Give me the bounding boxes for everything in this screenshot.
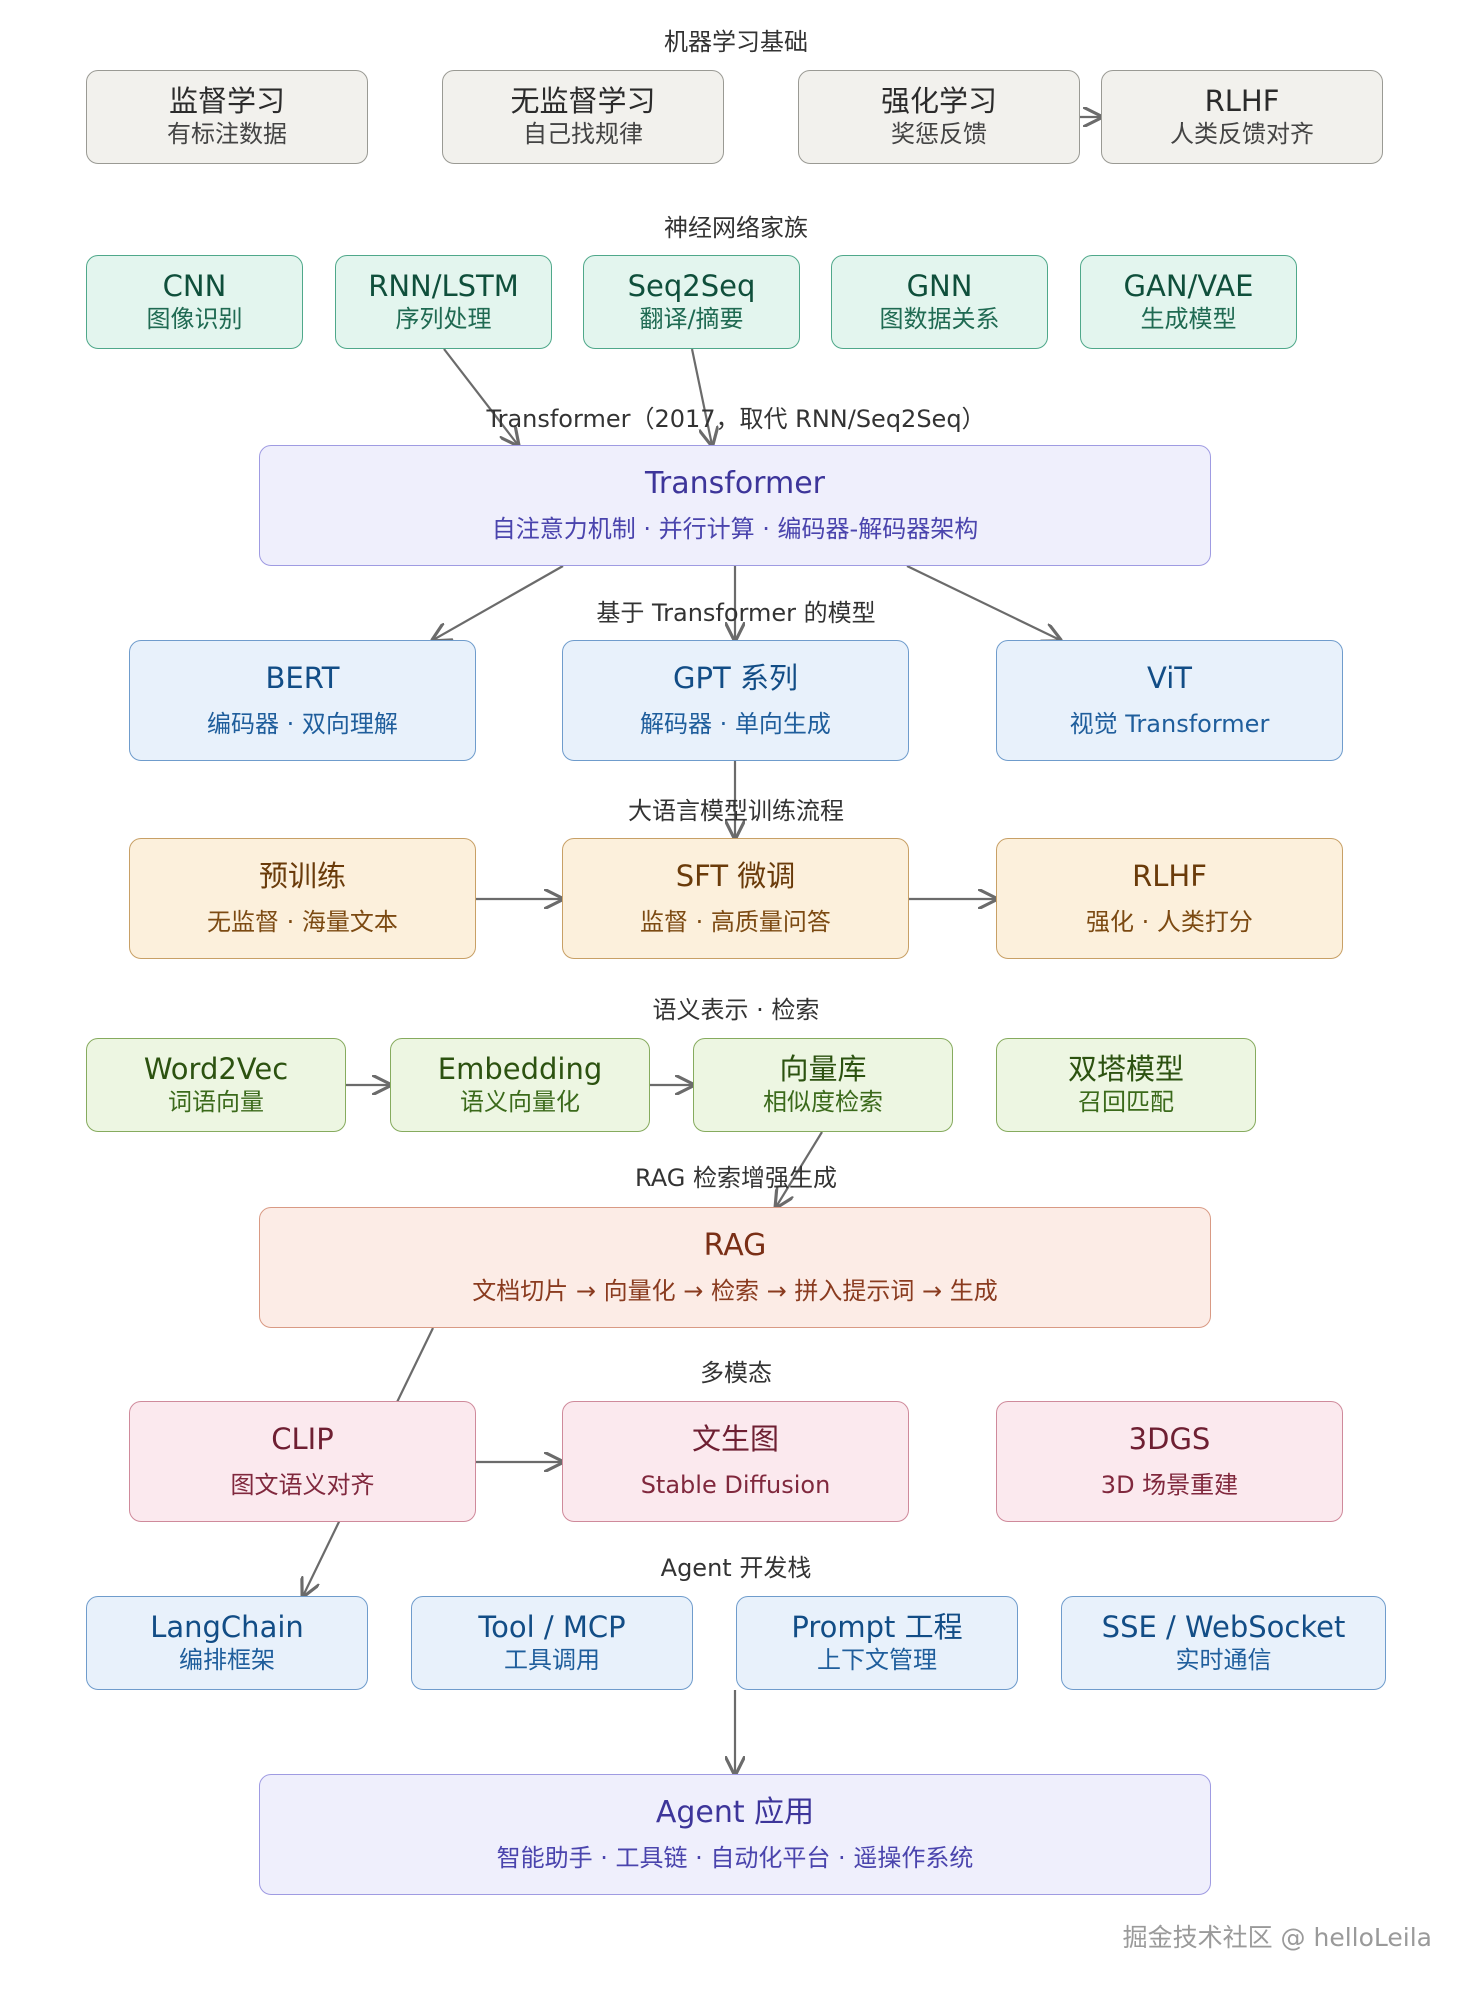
node-title: 无监督学习 <box>510 84 656 119</box>
node-title: RNN/LSTM <box>368 269 519 304</box>
node-title: Agent 应用 <box>655 1795 815 1831</box>
section-label-transformer: Transformer（2017，取代 RNN/Seq2Seq） <box>486 405 986 433</box>
node-two-tower: 双塔模型 召回匹配 <box>996 1038 1256 1132</box>
node-subtitle: 自己找规律 <box>523 120 643 149</box>
node-seq2seq: Seq2Seq 翻译/摘要 <box>583 255 800 349</box>
node-vit: ViT 视觉 Transformer <box>996 640 1343 761</box>
node-langchain: LangChain 编排框架 <box>86 1596 368 1690</box>
node-subtitle: 相似度检索 <box>763 1088 883 1117</box>
node-title: GNN <box>906 269 973 304</box>
node-title: SSE / WebSocket <box>1101 1610 1346 1645</box>
node-supervised-learning: 监督学习 有标注数据 <box>86 70 368 164</box>
node-title: RAG <box>703 1228 767 1264</box>
node-title: Tool / MCP <box>478 1610 626 1645</box>
section-label-agent-stack: Agent 开发栈 <box>660 1554 812 1582</box>
node-title: GPT 系列 <box>673 661 798 696</box>
node-title: 3DGS <box>1128 1422 1211 1457</box>
node-subtitle: 文档切片 → 向量化 → 检索 → 拼入提示词 → 生成 <box>472 1276 998 1305</box>
node-subtitle: 实时通信 <box>1175 1646 1272 1675</box>
node-title: 向量库 <box>779 1052 867 1087</box>
section-label-llm-training: 大语言模型训练流程 <box>628 797 844 825</box>
node-subtitle: 图像识别 <box>146 305 243 334</box>
node-3dgs: 3DGS 3D 场景重建 <box>996 1401 1343 1522</box>
node-subtitle: 语义向量化 <box>460 1088 580 1117</box>
node-title: 预训练 <box>258 859 346 894</box>
node-subtitle: 编码器 · 双向理解 <box>207 710 398 739</box>
node-subtitle: 图文语义对齐 <box>230 1471 375 1500</box>
node-title: 双塔模型 <box>1067 1052 1184 1087</box>
node-subtitle: Stable Diffusion <box>640 1471 831 1500</box>
node-subtitle: 生成模型 <box>1140 305 1237 334</box>
node-subtitle: 监督 · 高质量问答 <box>640 908 831 937</box>
node-gpt-series: GPT 系列 解码器 · 单向生成 <box>562 640 909 761</box>
node-title: Transformer <box>644 466 825 502</box>
node-subtitle: 无监督 · 海量文本 <box>207 908 398 937</box>
node-unsupervised-learning: 无监督学习 自己找规律 <box>442 70 724 164</box>
node-subtitle: 翻译/摘要 <box>639 305 744 334</box>
node-cnn: CNN 图像识别 <box>86 255 303 349</box>
node-title: 监督学习 <box>168 84 285 119</box>
node-sse-websocket: SSE / WebSocket 实时通信 <box>1061 1596 1386 1690</box>
node-subtitle: 解码器 · 单向生成 <box>640 710 831 739</box>
node-subtitle: 视觉 Transformer <box>1069 710 1270 739</box>
node-title: RLHF <box>1204 84 1280 119</box>
node-title: GAN/VAE <box>1123 269 1254 304</box>
node-subtitle: 召回匹配 <box>1078 1088 1174 1117</box>
node-prompt-engineering: Prompt 工程 上下文管理 <box>736 1596 1018 1690</box>
node-title: Prompt 工程 <box>791 1610 963 1645</box>
node-subtitle: 图数据关系 <box>879 305 1000 334</box>
node-clip: CLIP 图文语义对齐 <box>129 1401 476 1522</box>
node-subtitle: 有标注数据 <box>167 120 287 149</box>
node-reinforcement-learning: 强化学习 奖惩反馈 <box>798 70 1080 164</box>
node-title: CNN <box>162 269 227 304</box>
node-sft-finetune: SFT 微调 监督 · 高质量问答 <box>562 838 909 959</box>
section-label-nn-family: 神经网络家族 <box>664 214 808 242</box>
node-transformer: Transformer 自注意力机制 · 并行计算 · 编码器-解码器架构 <box>259 445 1211 566</box>
node-title: SFT 微调 <box>675 859 796 894</box>
section-label-ml-basics: 机器学习基础 <box>664 28 808 56</box>
node-agent-app: Agent 应用 智能助手 · 工具链 · 自动化平台 · 遥操作系统 <box>259 1774 1211 1895</box>
node-title: LangChain <box>150 1610 304 1645</box>
node-embedding: Embedding 语义向量化 <box>390 1038 650 1132</box>
node-title: Seq2Seq <box>627 269 756 304</box>
node-subtitle: 智能助手 · 工具链 · 自动化平台 · 遥操作系统 <box>496 1843 974 1872</box>
node-title: 文生图 <box>691 1422 779 1457</box>
node-rag: RAG 文档切片 → 向量化 → 检索 → 拼入提示词 → 生成 <box>259 1207 1211 1328</box>
section-label-semantic-retrieval: 语义表示 · 检索 <box>652 996 820 1024</box>
node-gnn: GNN 图数据关系 <box>831 255 1048 349</box>
node-title: BERT <box>265 661 340 696</box>
node-subtitle: 强化 · 人类打分 <box>1086 908 1253 937</box>
node-text-to-image: 文生图 Stable Diffusion <box>562 1401 909 1522</box>
node-rlhf-training: RLHF 强化 · 人类打分 <box>996 838 1343 959</box>
node-title: Word2Vec <box>143 1052 289 1087</box>
node-subtitle: 人类反馈对齐 <box>1170 120 1314 149</box>
node-vector-db: 向量库 相似度检索 <box>693 1038 953 1132</box>
watermark: 掘金技术社区 @ helloLeila <box>1122 1923 1432 1952</box>
node-rnn-lstm: RNN/LSTM 序列处理 <box>335 255 552 349</box>
node-title: Embedding <box>437 1052 603 1087</box>
node-tool-mcp: Tool / MCP 工具调用 <box>411 1596 693 1690</box>
node-word2vec: Word2Vec 词语向量 <box>86 1038 346 1132</box>
node-pretraining: 预训练 无监督 · 海量文本 <box>129 838 476 959</box>
node-rlhf-basics: RLHF 人类反馈对齐 <box>1101 70 1383 164</box>
node-title: CLIP <box>271 1422 334 1457</box>
section-label-multimodal: 多模态 <box>700 1359 772 1387</box>
node-subtitle: 词语向量 <box>168 1088 264 1117</box>
node-subtitle: 工具调用 <box>504 1646 600 1675</box>
node-subtitle: 3D 场景重建 <box>1100 1471 1239 1500</box>
node-subtitle: 奖惩反馈 <box>891 120 987 149</box>
node-title: ViT <box>1147 661 1192 696</box>
node-title: RLHF <box>1132 859 1207 894</box>
node-bert: BERT 编码器 · 双向理解 <box>129 640 476 761</box>
node-subtitle: 编排框架 <box>179 1646 275 1675</box>
section-label-rag: RAG 检索增强生成 <box>635 1164 837 1192</box>
node-subtitle: 上下文管理 <box>817 1646 937 1675</box>
node-gan-vae: GAN/VAE 生成模型 <box>1080 255 1297 349</box>
node-title: 强化学习 <box>880 84 997 119</box>
section-label-transformer-based: 基于 Transformer 的模型 <box>596 599 876 627</box>
node-subtitle: 自注意力机制 · 并行计算 · 编码器-解码器架构 <box>491 514 979 543</box>
node-subtitle: 序列处理 <box>395 305 492 334</box>
